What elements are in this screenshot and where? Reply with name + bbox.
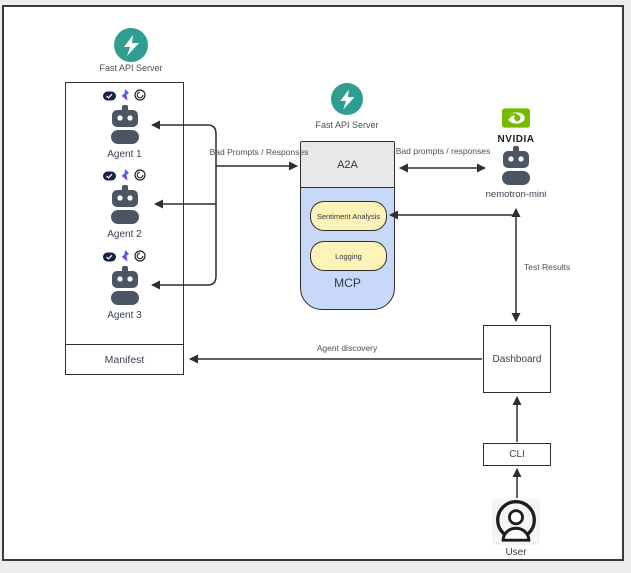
agent-2-tools — [103, 168, 146, 186]
agent-3-node[interactable]: Agent 3 — [66, 249, 183, 321]
a2a-mcp-stack[interactable]: A2A Sentiment Analysis Logging MCP — [300, 141, 395, 310]
edge-label-test-results: Test Results — [524, 262, 571, 272]
mcp-section[interactable]: Sentiment Analysis Logging MCP — [301, 188, 394, 309]
fastapi-logo-left[interactable] — [114, 28, 148, 62]
agent-1-tools — [103, 88, 146, 106]
a2a-section[interactable]: A2A — [301, 142, 394, 188]
agent-2-label: Agent 2 — [107, 229, 142, 240]
agent-2-node[interactable]: Agent 2 — [66, 168, 183, 240]
robot-icon — [107, 185, 143, 225]
dashboard-label: Dashboard — [492, 353, 542, 365]
lightning-bolt-icon — [331, 83, 363, 115]
nvidia-logo[interactable]: NVIDIA — [486, 108, 546, 145]
agent-3-label: Agent 3 — [107, 310, 142, 321]
dark-badge-icon — [103, 168, 116, 186]
logging-label: Logging — [335, 251, 362, 261]
a2a-label: A2A — [337, 158, 358, 171]
cli-label: CLI — [509, 449, 525, 460]
manifest-section[interactable]: Manifest — [66, 344, 183, 374]
cli-box[interactable]: CLI — [483, 443, 551, 466]
nvidia-eye-icon — [502, 108, 530, 133]
lightning-bolt-icon — [114, 28, 148, 62]
dark-badge-icon — [103, 88, 116, 106]
fastapi-server-label-left: Fast API Server — [99, 63, 163, 73]
agent-3-tools — [103, 249, 146, 267]
robot-icon — [498, 146, 534, 190]
edge-label-agent-discovery: Agent discovery — [316, 343, 378, 353]
agent-1-node[interactable]: Agent 1 — [66, 88, 183, 160]
blue-flame-icon — [120, 249, 130, 267]
robot-icon — [107, 266, 143, 306]
agents-area: Agent 1 — [66, 83, 183, 344]
edge-label-bad-prompts-responses: Bad Prompts / Responses — [209, 147, 309, 157]
fastapi-server-label-center: Fast API Server — [315, 120, 379, 130]
user-icon — [494, 498, 538, 547]
sentiment-analysis-label: Sentiment Analysis — [316, 211, 381, 221]
fastapi-logo-center[interactable] — [331, 83, 363, 115]
user-label: User — [505, 547, 527, 558]
dark-badge-icon — [103, 249, 116, 267]
dashboard-box[interactable]: Dashboard — [483, 325, 551, 393]
mcp-label: MCP — [334, 276, 361, 290]
user-node[interactable] — [492, 499, 540, 545]
swirl-circle-icon — [134, 88, 146, 106]
logging-pill[interactable]: Logging — [310, 241, 387, 271]
manifest-label: Manifest — [104, 353, 145, 366]
nvidia-wordmark: NVIDIA — [497, 134, 535, 145]
agents-box[interactable]: Agent 1 — [65, 82, 184, 375]
sentiment-analysis-pill[interactable]: Sentiment Analysis — [310, 201, 387, 231]
nemotron-node[interactable] — [498, 146, 534, 191]
blue-flame-icon — [120, 88, 130, 106]
edge-label-bad-prompts-responses-right: Bad prompts / responses — [395, 146, 491, 156]
swirl-circle-icon — [134, 249, 146, 267]
agent-1-label: Agent 1 — [107, 149, 142, 160]
swirl-circle-icon — [134, 168, 146, 186]
blue-flame-icon — [120, 168, 130, 186]
nemotron-mini-label: nemotron-mini — [485, 189, 547, 200]
robot-icon — [107, 105, 143, 145]
